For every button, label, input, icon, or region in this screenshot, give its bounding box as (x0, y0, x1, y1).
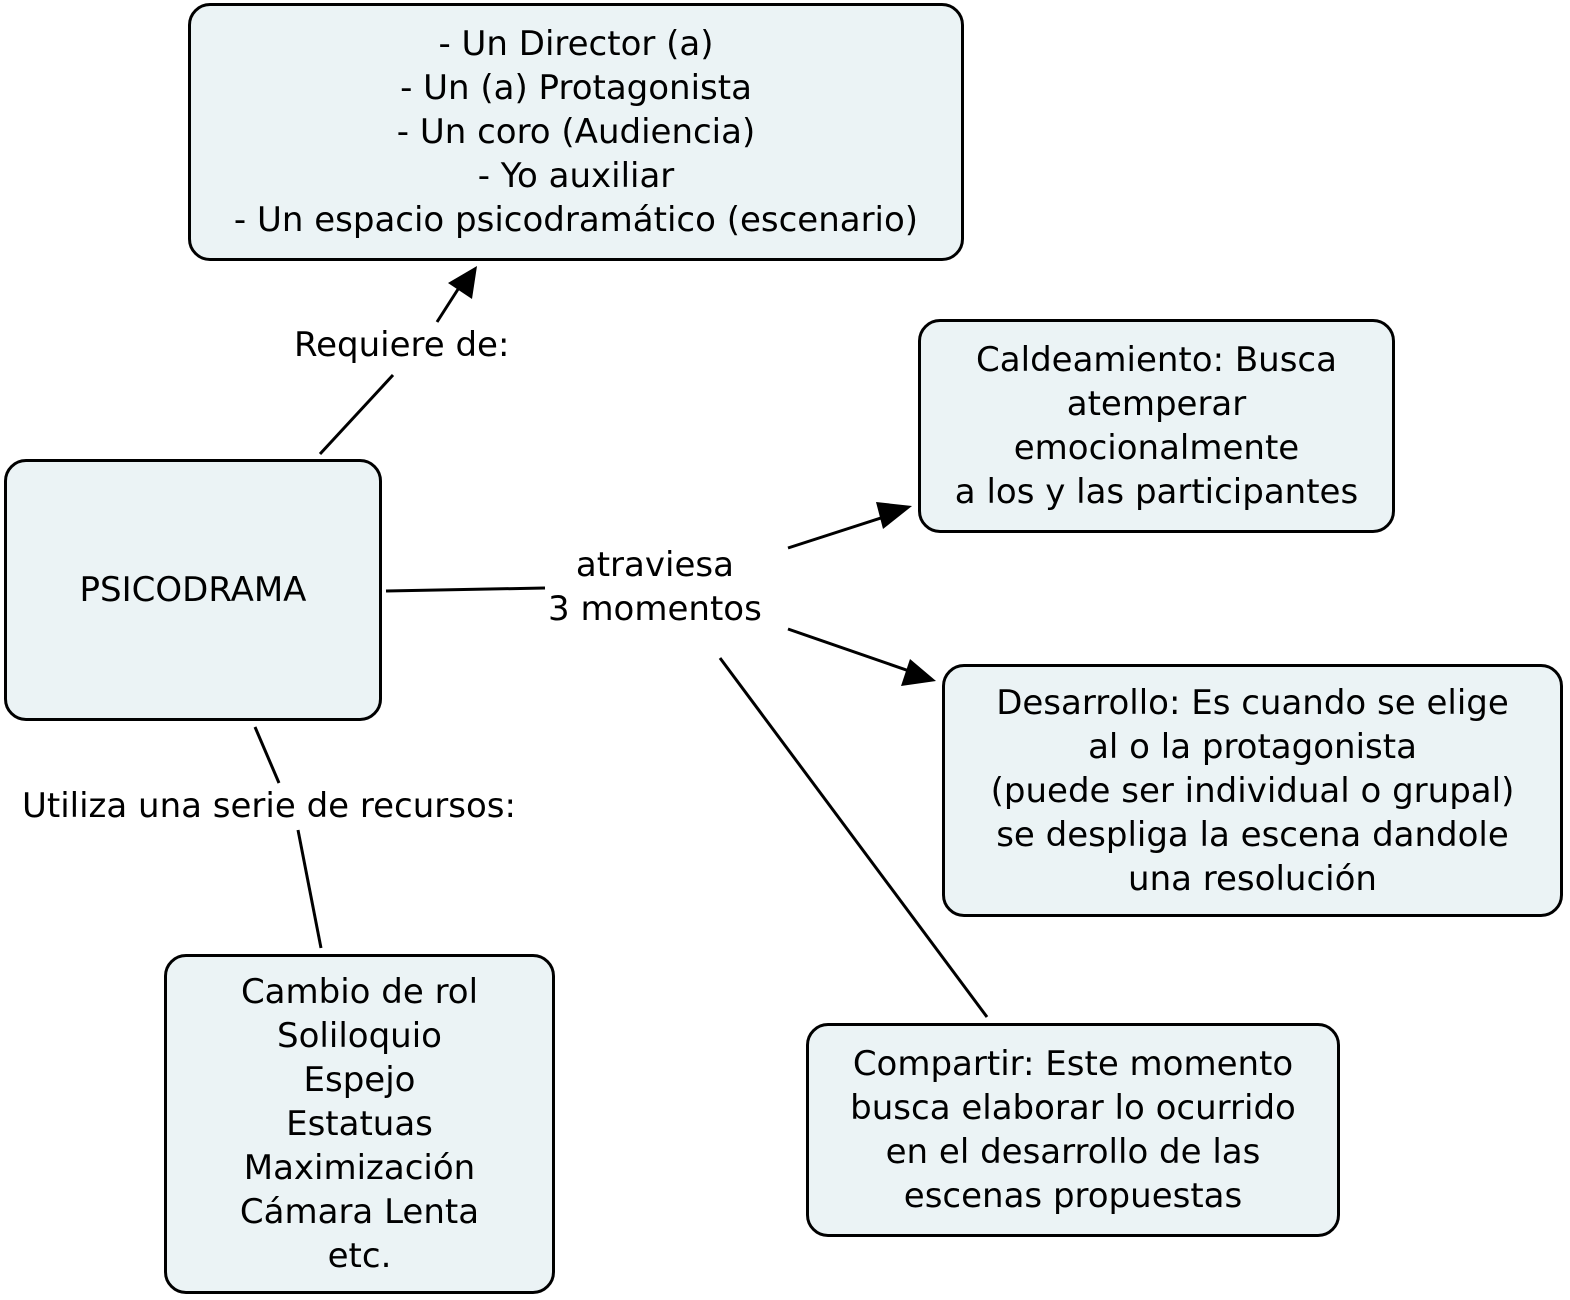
caldeamiento-line: emocionalmente (1013, 428, 1300, 468)
compartir-line: busca elaborar lo ocurrido (850, 1088, 1296, 1128)
caldeamiento-line: a los y las participantes (954, 472, 1359, 512)
recursos-item: Espejo (303, 1060, 416, 1100)
desarrollo-line: Desarrollo: Es cuando se elige (996, 682, 1509, 723)
connector-psicodrama-to-utiliza (253, 726, 281, 784)
caldeamiento-line: Caldeamiento: Busca (976, 340, 1337, 380)
recursos-item: Cámara Lenta (239, 1192, 480, 1232)
desarrollo-line: una resolución (1128, 858, 1377, 899)
requisitos-line: - Un espacio psicodramático (escenario) (233, 200, 919, 240)
utiliza-text: Utiliza una serie de recursos: (22, 786, 516, 826)
arrow-atraviesa-to-desarrollo (787, 627, 916, 675)
desarrollo-line: (puede ser individual o grupal) (990, 770, 1515, 811)
concept-requisitos: - Un Director (a) - Un (a) Protagonista … (188, 3, 964, 261)
psicodrama-title: PSICODRAMA (79, 570, 307, 610)
recursos-item: Maximización (243, 1148, 476, 1188)
recursos-item: Soliloquio (277, 1016, 442, 1056)
caldeamiento-line: atemperar (1066, 384, 1247, 424)
atraviesa-text: atraviesa (575, 545, 734, 585)
requisitos-line: - Un coro (Audiencia) (396, 112, 756, 152)
recursos-item: Estatuas (286, 1104, 433, 1144)
requisitos-line: - Un (a) Protagonista (400, 68, 752, 108)
concept-recursos: Cambio de rol Soliloquio Espejo Estatuas… (164, 954, 555, 1294)
connector-psicodrama-to-requiere (318, 373, 395, 456)
concept-desarrollo: Desarrollo: Es cuando se elige al o la p… (942, 664, 1563, 917)
concept-compartir: Compartir: Este momento busca elaborar l… (806, 1023, 1340, 1237)
connector-psicodrama-to-atraviesa (385, 586, 546, 593)
arrowhead-caldeamiento (876, 502, 912, 529)
connector-atraviesa-to-compartir (718, 657, 989, 1018)
compartir-line: Compartir: Este momento (852, 1044, 1294, 1084)
compartir-line: en el desarrollo de las (885, 1132, 1261, 1172)
arrow-atraviesa-to-caldeamiento (787, 513, 891, 550)
arrowhead-desarrollo (901, 659, 936, 686)
requisitos-line: - Yo auxiliar (477, 156, 675, 196)
link-label-atraviesa: atraviesa 3 momentos (548, 543, 762, 631)
concept-psicodrama: PSICODRAMA (4, 459, 382, 721)
compartir-line: escenas propuestas (903, 1176, 1243, 1216)
arrowhead-requisitos (448, 266, 477, 299)
desarrollo-line: al o la protagonista (1088, 726, 1417, 767)
concept-caldeamiento: Caldeamiento: Busca atemperar emocionalm… (918, 319, 1395, 533)
link-label-utiliza: Utiliza una serie de recursos: (22, 784, 516, 828)
desarrollo-line: se despliga la escena dandole (996, 814, 1509, 855)
requisitos-line: - Un Director (a) (438, 24, 714, 64)
connector-utiliza-to-recursos (296, 829, 323, 949)
atraviesa-text: 3 momentos (548, 589, 762, 629)
link-label-requiere: Requiere de: (294, 323, 510, 367)
recursos-item: Cambio de rol (240, 972, 479, 1012)
recursos-item: etc. (327, 1236, 392, 1276)
requiere-text: Requiere de: (294, 325, 510, 365)
